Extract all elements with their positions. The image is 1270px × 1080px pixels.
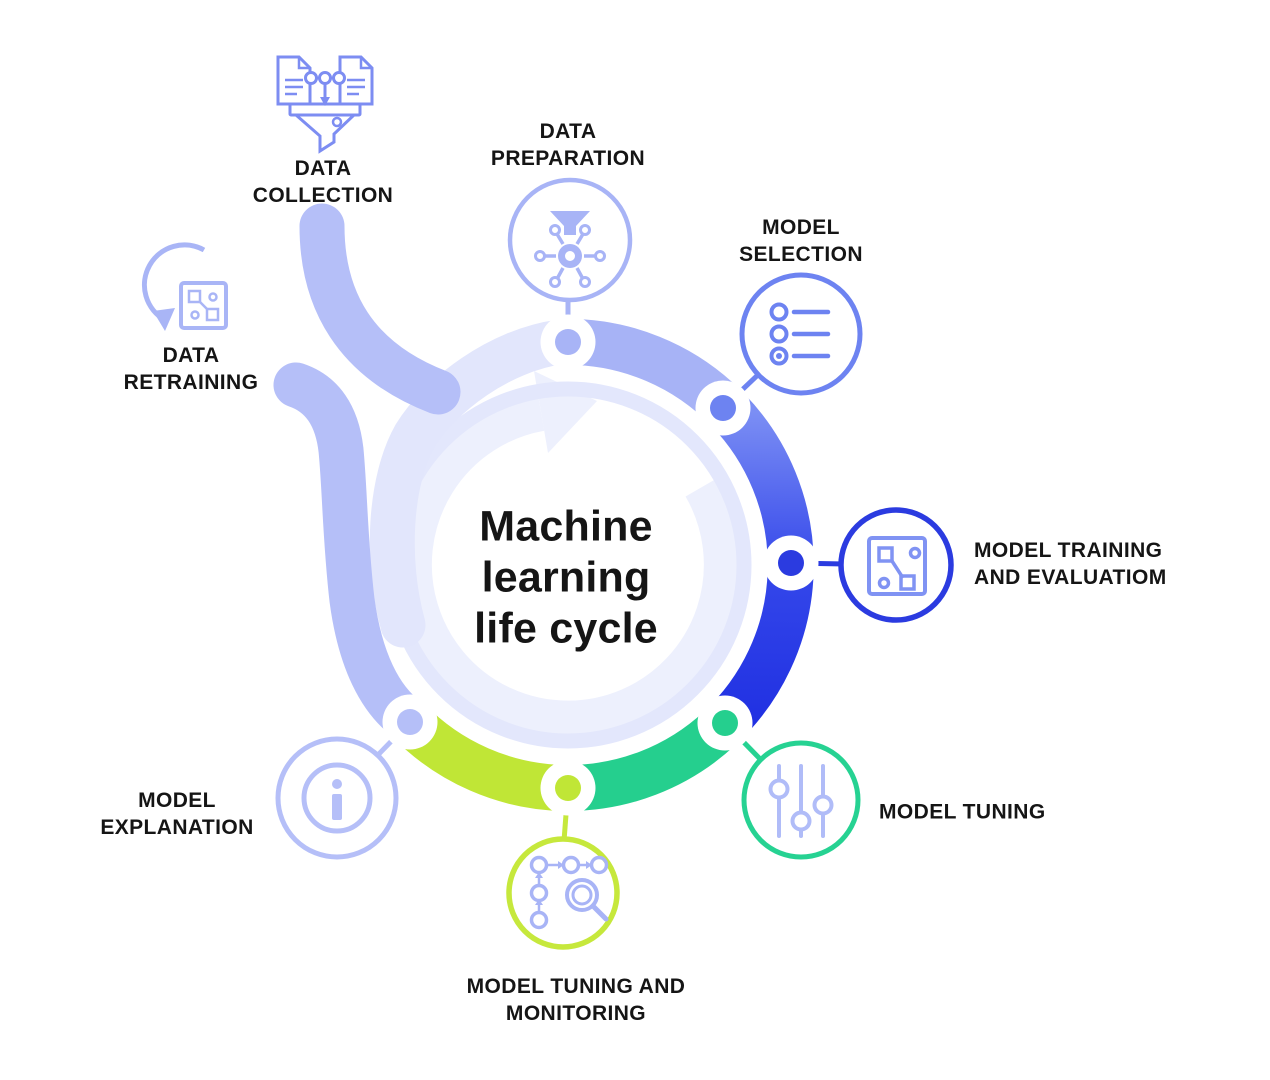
data-collection-arm: [299, 203, 461, 415]
data-preparation-label: DATA PREPARATION: [490, 120, 646, 170]
diagram-title-line: learning: [481, 553, 651, 602]
model-explanation-label: MODEL EXPLANATION: [100, 789, 254, 839]
info-icon: [301, 762, 373, 834]
diagram-title-line: Machine: [479, 502, 653, 551]
connection-dot-model-tuning: [697, 695, 753, 751]
connection-dot-model-selection: [695, 380, 751, 436]
model-monitoring-label: MODEL TUNING AND MONITORING: [466, 975, 686, 1025]
connection-dot-data-preparation: [540, 314, 596, 370]
lifecycle-ring-segment-lavender: [369, 319, 583, 648]
data-collection-label: DATA COLLECTION: [252, 157, 394, 207]
model-tuning-label: MODEL TUNING: [879, 800, 1046, 824]
diagram-title: Machine learning life cycle: [474, 502, 658, 655]
model-selection-label: MODEL SELECTION: [739, 216, 863, 266]
connection-dot-model-training: [763, 535, 819, 591]
diagram-title-line: life cycle: [474, 604, 658, 653]
data-retraining-label: DATA RETRAINING: [123, 344, 259, 394]
data-retraining-arm: [273, 362, 431, 743]
option-list-icon: [769, 302, 831, 366]
sliders-icon: [768, 764, 834, 838]
gear-network-icon: [534, 211, 606, 288]
documents-merge-funnel-icon: [276, 55, 374, 154]
connection-dot-model-explanation: [382, 694, 438, 750]
model-node-board-icon: [867, 536, 927, 596]
model-training-label: MODEL TRAINING AND EVALUATIOM: [974, 539, 1167, 589]
data-preparation-icon-circle: [507, 177, 633, 303]
process-magnifier-icon: [529, 855, 609, 930]
refresh-model-icon: [141, 242, 228, 331]
connection-dot-model-monitoring: [540, 760, 596, 816]
model-monitoring-icon-circle: [506, 836, 620, 950]
